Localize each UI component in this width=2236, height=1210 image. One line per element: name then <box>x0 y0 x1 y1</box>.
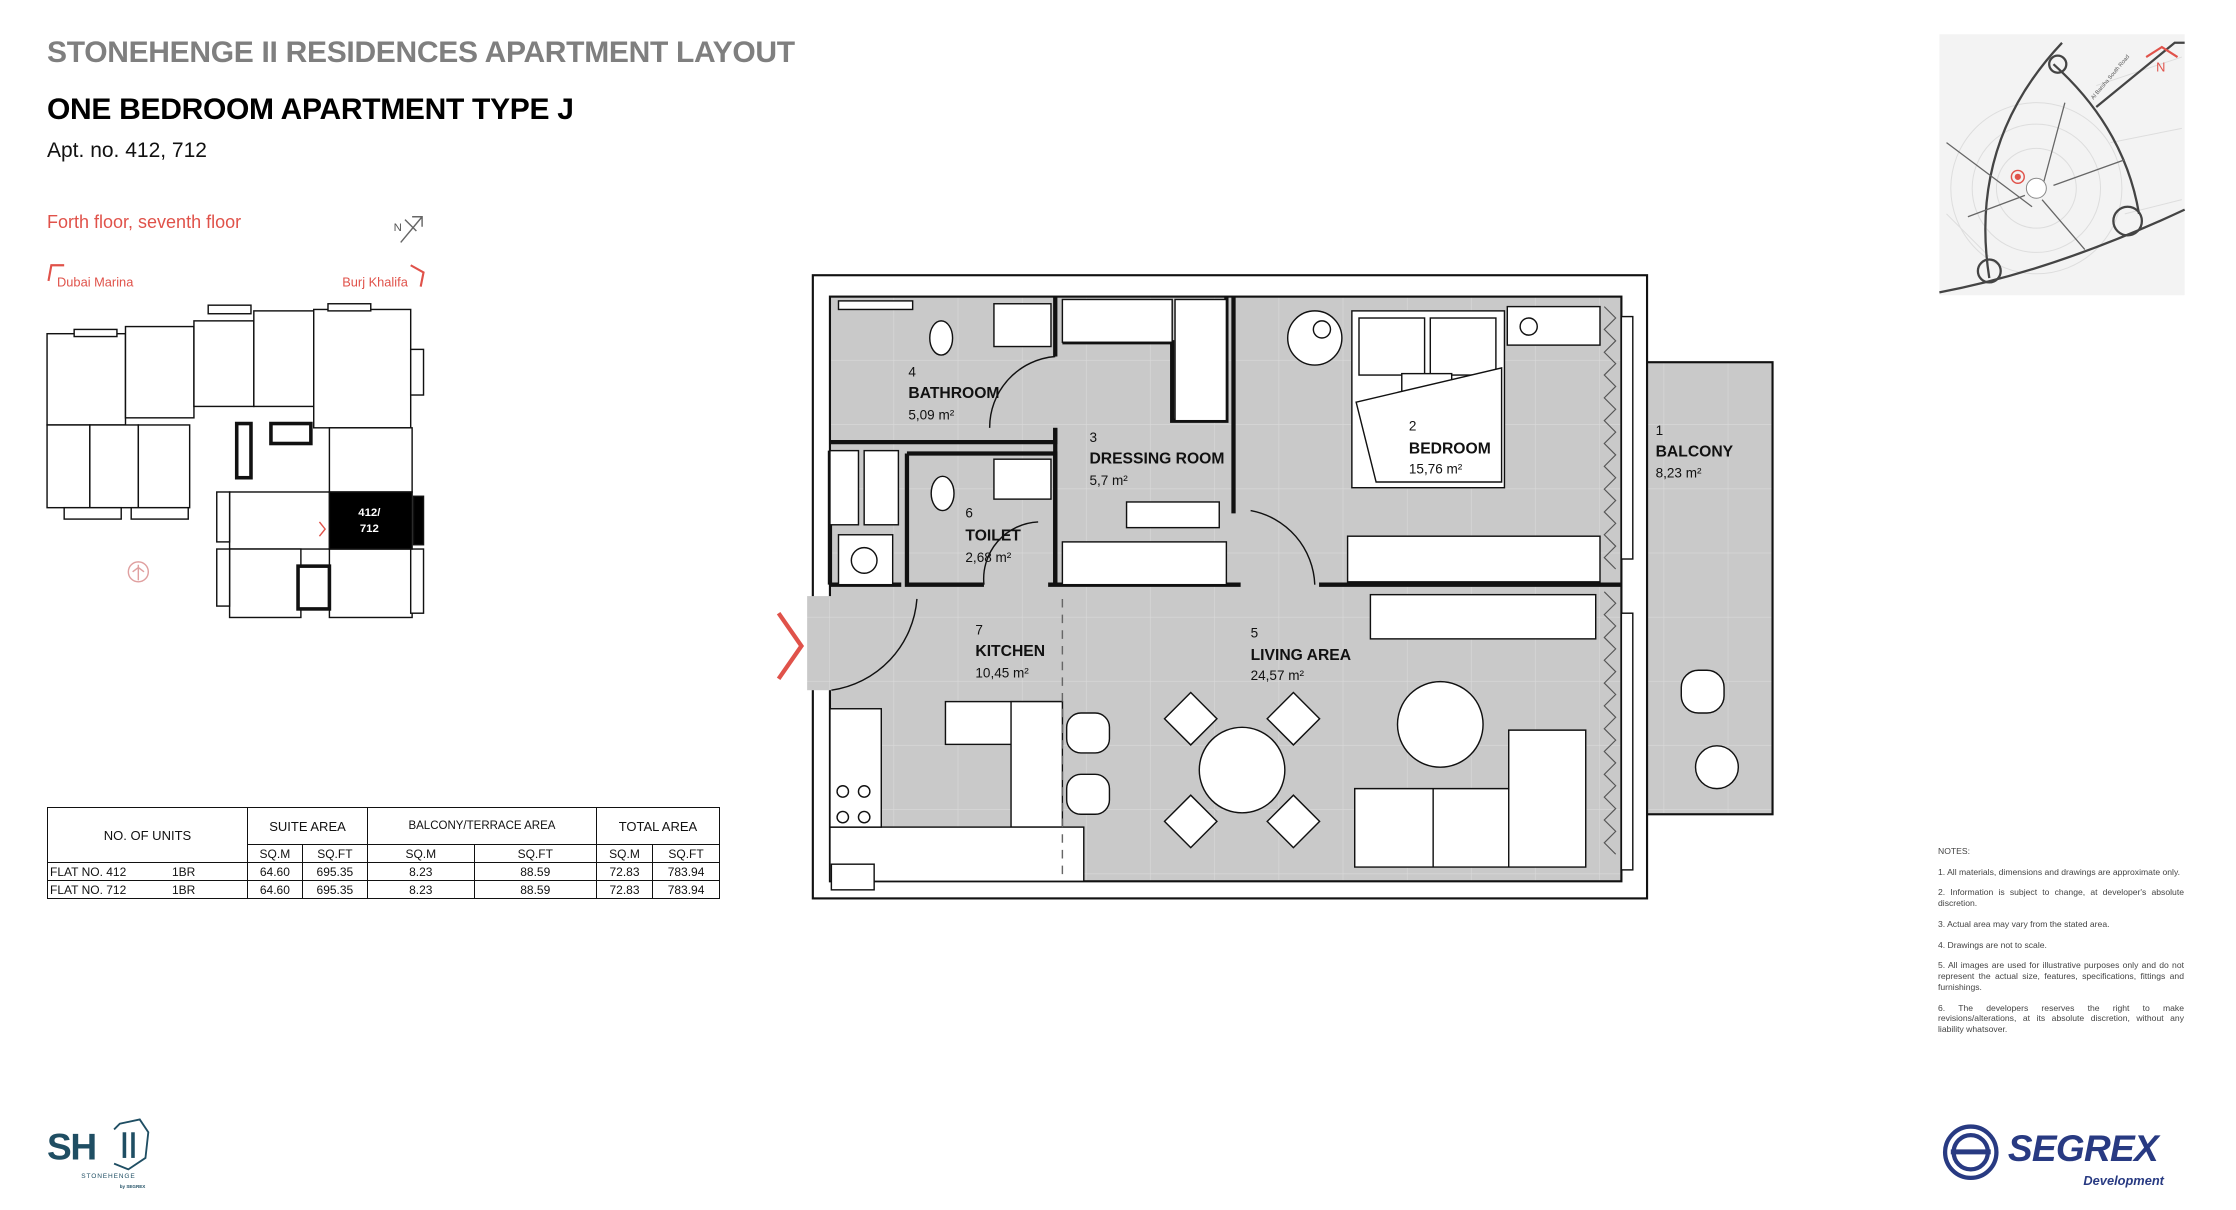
entrance-door <box>831 598 918 691</box>
stonehenge-logo: SH STONEHENGE by SEGREX <box>47 1118 150 1189</box>
header-balcony-area: BALCONY/TERRACE AREA <box>367 807 597 845</box>
note-item: 3. Actual area may vary from the stated … <box>1938 918 2110 929</box>
suite-sqm: 64.60 <box>247 862 303 881</box>
view-label-right: Burj Khalifa <box>342 275 408 290</box>
note-item: 4. Drawings are not to scale. <box>1938 939 2047 950</box>
total-sqft: 783.94 <box>652 880 720 899</box>
svg-text:3: 3 <box>1089 430 1097 445</box>
svg-text:DRESSING ROOM: DRESSING ROOM <box>1089 450 1224 467</box>
note-item: 2. Information is subject to change, at … <box>1938 887 2184 909</box>
subheader-sqft: SQ.FT <box>301 844 369 863</box>
view-marker-right-icon <box>410 264 425 287</box>
entrance-marker-icon <box>318 521 327 537</box>
svg-text:by SEGREX: by SEGREX <box>120 1184 146 1189</box>
svg-text:5,7 m²: 5,7 m² <box>1089 473 1128 488</box>
svg-text:7: 7 <box>975 623 983 638</box>
svg-text:5,09 m²: 5,09 m² <box>908 407 954 422</box>
note-item: 1. All materials, dimensions and drawing… <box>1938 866 2181 877</box>
header-units: NO. OF UNITS <box>47 807 248 863</box>
balcony-sqm: 8.23 <box>367 880 475 899</box>
tree-icon <box>127 561 150 583</box>
svg-text:BEDROOM: BEDROOM <box>1409 440 1491 457</box>
svg-text:STONEHENGE: STONEHENGE <box>81 1173 135 1180</box>
project-title: STONEHENGE II RESIDENCES APARTMENT LAYOU… <box>47 36 795 69</box>
unit-label-line2: 712 <box>360 523 379 535</box>
key-plan: N Dubai Marina Burj Khalifa 412/ 712 <box>46 216 425 619</box>
svg-text:N: N <box>394 222 402 234</box>
svg-text:6: 6 <box>965 506 973 521</box>
table-row: FLAT NO. 412 1BR 64.60 695.35 8.23 88.59… <box>47 862 720 881</box>
balcony-sqft: 88.59 <box>473 862 597 881</box>
svg-text:1: 1 <box>1656 423 1664 438</box>
unit-title: ONE BEDROOM APARTMENT TYPE J <box>47 93 574 126</box>
svg-text:KITCHEN: KITCHEN <box>975 643 1045 660</box>
location-map: Al Barsha South Road N <box>1939 34 2186 296</box>
unit-label-line1: 412/ <box>358 507 381 519</box>
balcony-sqm: 8.23 <box>367 862 475 881</box>
highlighted-unit <box>328 491 413 550</box>
total-sqft: 783.94 <box>652 862 720 881</box>
table-row: FLAT NO. 712 1BR 64.60 695.35 8.23 88.59… <box>47 880 720 899</box>
suite-sqft: 695.35 <box>301 880 369 899</box>
svg-text:N: N <box>2156 59 2165 74</box>
svg-text:5: 5 <box>1251 625 1259 640</box>
floor-label: Forth floor, seventh floor <box>47 212 242 232</box>
svg-text:8,23 m²: 8,23 m² <box>1656 466 1702 481</box>
balcony-area <box>1643 361 1774 816</box>
svg-text:BATHROOM: BATHROOM <box>908 385 999 402</box>
svg-text:SEGREX: SEGREX <box>2008 1127 2161 1169</box>
subheader-sqft: SQ.FT <box>473 844 597 863</box>
svg-text:TOILET: TOILET <box>965 527 1021 544</box>
subheader-sqm: SQ.M <box>247 844 303 863</box>
svg-text:SH: SH <box>47 1125 96 1167</box>
apartment-numbers: Apt. no. 412, 712 <box>47 139 207 162</box>
notes: NOTES: 1. All materials, dimensions and … <box>1938 846 2184 1045</box>
notes-title: NOTES: <box>1938 846 1970 856</box>
balcony-sqft: 88.59 <box>473 880 597 899</box>
flat-number: FLAT NO. 412 <box>47 862 170 881</box>
note-item: 5. All images are used for illustrative … <box>1938 960 2184 992</box>
total-sqm: 72.83 <box>595 862 654 881</box>
flat-type: 1BR <box>170 862 248 881</box>
header-suite-area: SUITE AREA <box>247 807 368 845</box>
svg-text:Development: Development <box>2083 1173 2164 1188</box>
svg-text:2: 2 <box>1409 419 1417 434</box>
suite-sqm: 64.60 <box>247 880 303 899</box>
note-item: 6. The developers reserves the right to … <box>1938 1002 2184 1035</box>
svg-text:LIVING AREA: LIVING AREA <box>1251 647 1351 664</box>
entrance-arrow-icon <box>776 611 805 681</box>
svg-text:4: 4 <box>908 364 916 379</box>
subheader-sqm: SQ.M <box>367 844 475 863</box>
total-sqm: 72.83 <box>595 880 654 899</box>
suite-sqft: 695.35 <box>301 862 369 881</box>
svg-text:BALCONY: BALCONY <box>1656 443 1734 460</box>
view-marker-left-icon <box>47 264 65 282</box>
map-north-icon: N <box>2145 45 2179 74</box>
svg-text:10,45 m²: 10,45 m² <box>975 665 1029 680</box>
segrex-logo: SEGREX Development <box>1942 1124 2165 1188</box>
header-total-area: TOTAL AREA <box>595 807 721 845</box>
location-pin-icon <box>2010 169 2025 184</box>
svg-text:24,57 m²: 24,57 m² <box>1251 668 1305 683</box>
view-label-left: Dubai Marina <box>57 275 134 290</box>
north-arrow-icon: N <box>394 216 423 243</box>
svg-text:2,68 m²: 2,68 m² <box>965 550 1011 565</box>
subheader-sqm: SQ.M <box>595 844 654 863</box>
svg-text:15,76 m²: 15,76 m² <box>1409 461 1463 476</box>
units-area-table: NO. OF UNITS SUITE AREA BALCONY/TERRACE … <box>47 807 721 899</box>
subheader-sqft: SQ.FT <box>652 844 720 863</box>
flat-type: 1BR <box>170 880 248 899</box>
flat-number: FLAT NO. 712 <box>47 880 170 899</box>
curtain <box>1603 306 1617 855</box>
